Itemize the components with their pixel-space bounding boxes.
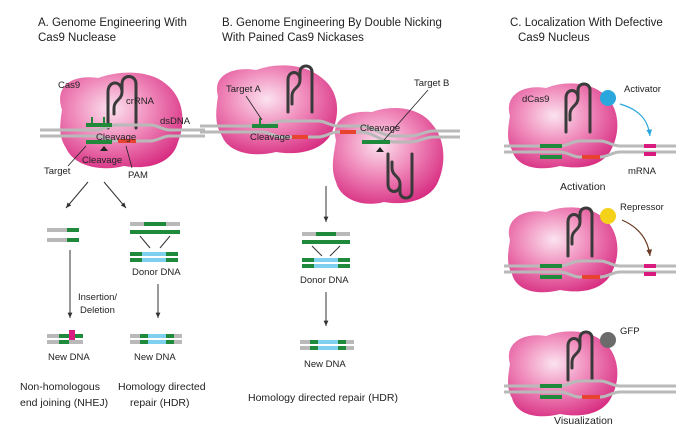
repressor-label: Repressor: [620, 202, 664, 213]
hdr-caption-line1: Homology directed: [118, 381, 206, 393]
cas9-protein: [60, 72, 183, 169]
panel-b-title-line1: B. Genome Engineering By Double Nicking: [222, 17, 442, 29]
visualization-label: Visualization: [554, 415, 613, 427]
cleavage-label-top: Cleavage: [96, 132, 136, 143]
dcas9-repression: [508, 207, 618, 293]
donor-dna-b-label: Donor DNA: [300, 275, 349, 286]
cleavage-label-right: Cleavage: [360, 123, 400, 134]
target-a-pointer-line: [245, 95, 263, 121]
target-pointer-line: [67, 145, 87, 167]
repressor-icon: [600, 208, 616, 224]
cleavage-marker-icon: [100, 146, 108, 151]
panel-a: A. Genome Engineering With Cas9 Nuclease…: [20, 17, 206, 409]
cleavage-marker-b-icon: [376, 147, 384, 152]
visualization-complex: [504, 330, 676, 417]
gfp-label: GFP: [620, 326, 640, 337]
activator-label: Activator: [624, 84, 661, 95]
crrna-right: [386, 152, 414, 200]
dsdna-label: dsDNA: [160, 116, 191, 127]
activation-label: Activation: [560, 181, 606, 193]
panel-a-title-line2: Cas9 Nuclease: [38, 32, 116, 44]
panel-b-caption: Homology directed repair (HDR): [248, 392, 398, 404]
panel-c-title-line1: C. Localization With Defective: [510, 17, 663, 29]
pam-pointer-line: [125, 145, 133, 169]
arrow-to-nhej: [65, 181, 89, 209]
target-b-pointer-line: [383, 89, 429, 141]
dcas9-label: dCas9: [522, 94, 549, 105]
activator-icon: [600, 90, 616, 106]
activation-complex: [504, 82, 676, 169]
target-label: Target: [44, 166, 71, 177]
target-a-label: Target A: [226, 84, 262, 95]
arrow-to-hdr: [103, 181, 127, 209]
nhej-caption-line1: Non-homologous: [20, 381, 100, 393]
mrna-label: mRNA: [628, 166, 657, 177]
dna-duplex-a: [40, 117, 205, 144]
panel-b: B. Genome Engineering By Double Nicking …: [200, 17, 460, 404]
hdr-new-dna-a: [130, 334, 182, 344]
panel-a-title-line1: A. Genome Engineering With: [38, 17, 187, 29]
nhej-new-dna: [47, 330, 83, 344]
dcas9-visualization: [508, 331, 618, 417]
new-dna-b-label: New DNA: [304, 359, 346, 370]
crrna-left: [286, 64, 314, 114]
panel-b-title-line2: With Pained Cas9 Nickases: [222, 32, 364, 44]
donor-dna-a: [130, 222, 180, 262]
crrna-label: crRNA: [126, 96, 155, 107]
cleavage-label-left: Cleavage: [250, 132, 290, 143]
cleavage-label-bottom: Cleavage: [82, 155, 122, 166]
dna-duplex-b: [200, 118, 460, 144]
donor-dna-b: [302, 232, 350, 268]
panel-c: C. Localization With Defective Cas9 Nucl…: [504, 17, 676, 427]
repression-complex: [504, 206, 676, 293]
gfp-icon: [600, 332, 616, 348]
new-dna-b: [300, 340, 354, 350]
insertion-label-line1: Insertion/: [78, 292, 117, 303]
crrna-strand: [106, 75, 138, 130]
insertion-label-line2: Deletion: [80, 305, 115, 316]
hdr-caption-line2: repair (HDR): [130, 397, 190, 409]
nhej-caption-line2: end joining (NHEJ): [20, 397, 108, 409]
broken-dna-a: [47, 228, 79, 242]
target-b-label: Target B: [414, 78, 449, 89]
donor-dna-a-label: Donor DNA: [132, 267, 181, 278]
pam-label: PAM: [128, 170, 148, 181]
cas9-label: Cas9: [58, 80, 80, 91]
new-dna-left-label: New DNA: [48, 352, 90, 363]
new-dna-right-label: New DNA: [134, 352, 176, 363]
panel-c-title-line2: Cas9 Nucleus: [518, 32, 590, 44]
